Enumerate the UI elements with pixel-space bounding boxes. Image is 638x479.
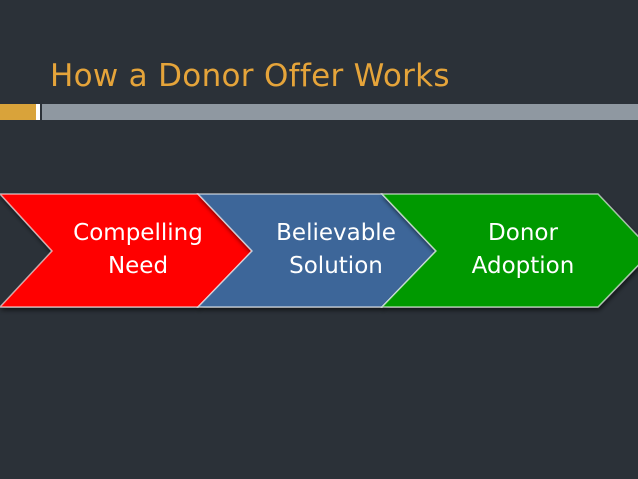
step-3-label-line1: Donor (488, 220, 558, 246)
title-rule-bar (42, 104, 638, 120)
title-rule-gap (36, 104, 40, 120)
step-3-chevron (380, 193, 638, 308)
step-3-label-line2: Adoption (472, 253, 575, 279)
step-2-label-line2: Solution (289, 253, 383, 279)
slide-title: How a Donor Offer Works (50, 58, 450, 94)
step-2-label-line1: Believable (276, 220, 396, 246)
step-1-label-line2: Need (108, 253, 168, 279)
step-1-label-line1: Compelling (73, 220, 203, 246)
title-rule-accent (0, 104, 36, 120)
